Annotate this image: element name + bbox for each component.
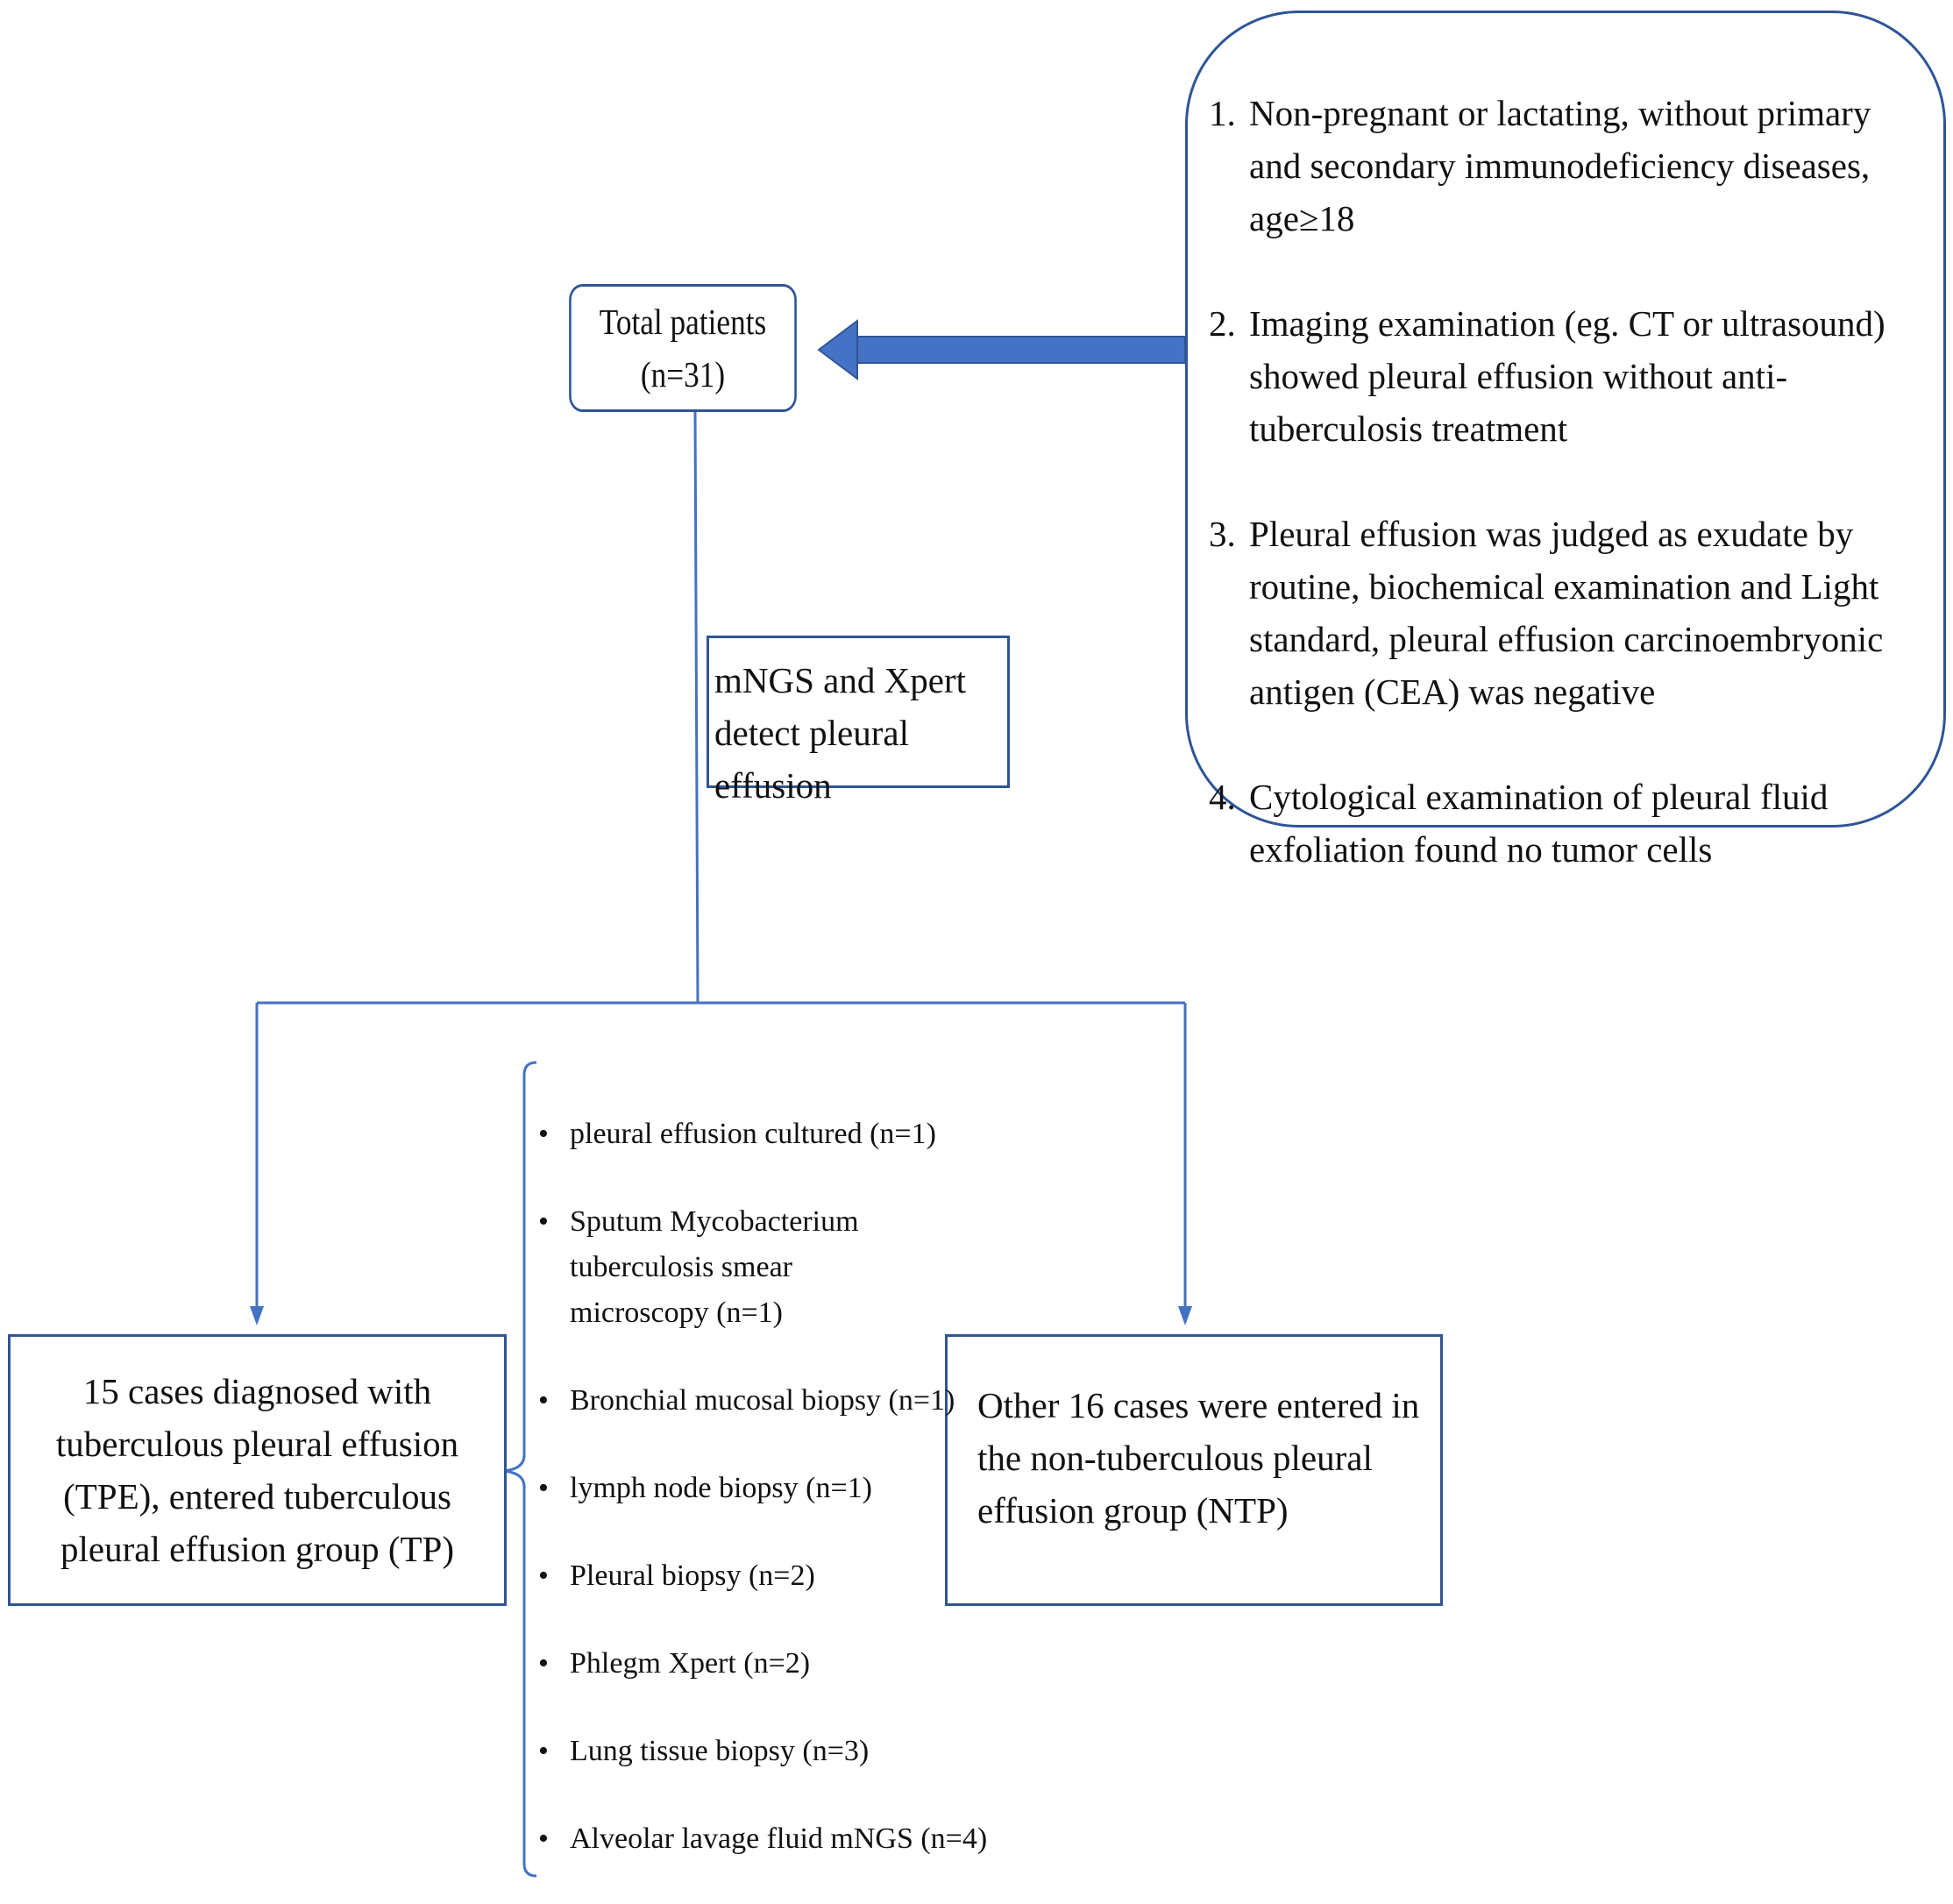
criteria-text: Non-pregnant or lactating, without prima… xyxy=(1249,93,1871,238)
criteria-text: Pleural effusion was judged as exudate b… xyxy=(1249,514,1884,712)
trunk-line xyxy=(693,411,700,1004)
criteria-text: Imaging examination (eg. CT or ultrasoun… xyxy=(1249,303,1886,449)
detection-method-box: mNGS and Xpert detect pleural effusion xyxy=(707,636,1010,806)
ntp-group-box: Other 16 cases were entered in the non-t… xyxy=(945,1334,1443,1606)
diagnosis-item: • Phlegm Xpert (n=2) xyxy=(538,1641,1029,1687)
criteria-number: 4. xyxy=(1209,777,1236,817)
ntp-group-text: Other 16 cases were entered in the non-t… xyxy=(977,1385,1420,1531)
criteria-number: 2. xyxy=(1209,303,1236,344)
tp-group-text: 15 cases diagnosed with tuberculous pleu… xyxy=(55,1371,459,1569)
diagnosis-text: Bronchial mucosal biopsy (n=1) xyxy=(570,1384,955,1417)
right-arrowhead xyxy=(1178,1306,1192,1325)
diagnosis-item: • lymph node biopsy (n=1) xyxy=(538,1466,1029,1511)
tp-diagnosis-list: • pleural effusion cultured (n=1) • Sput… xyxy=(538,1112,1029,1904)
diagnosis-brace xyxy=(502,1061,537,1878)
criteria-item: 4. Cytological examination of pleural fl… xyxy=(1209,771,1926,876)
bullet-icon: • xyxy=(538,1118,549,1150)
left-arrowhead xyxy=(250,1306,264,1325)
bullet-icon: • xyxy=(538,1472,549,1504)
diagnosis-text: Phlegm Xpert (n=2) xyxy=(570,1647,811,1680)
criteria-number: 3. xyxy=(1209,514,1236,554)
inclusion-criteria-box: 1. Non-pregnant or lactating, without pr… xyxy=(1185,11,1946,870)
bullet-icon: • xyxy=(538,1205,549,1238)
diagnosis-item: • Lung tissue biopsy (n=3) xyxy=(538,1729,1029,1774)
detection-method-text: mNGS and Xpert detect pleural effusion xyxy=(714,660,966,806)
total-patients-count: (n=31) xyxy=(640,354,726,394)
bullet-icon: • xyxy=(538,1647,549,1680)
total-patients-label: Total patients xyxy=(599,302,767,342)
diagnosis-text: pleural effusion cultured (n=1) xyxy=(570,1118,936,1150)
bullet-icon: • xyxy=(538,1822,549,1855)
diagnosis-text: Lung tissue biopsy (n=3) xyxy=(570,1735,870,1767)
bullet-icon: • xyxy=(538,1384,549,1417)
criteria-number: 1. xyxy=(1209,93,1236,133)
diagnosis-item: • pleural effusion cultured (n=1) xyxy=(538,1112,1029,1157)
diagnosis-text: Alveolar lavage fluid mNGS (n=4) xyxy=(570,1822,988,1855)
diagnosis-item: • Alveolar lavage fluid mNGS (n=4) xyxy=(538,1816,1029,1862)
diagnosis-text: Pleural biopsy (n=2) xyxy=(570,1559,815,1592)
criteria-text: Cytological examination of pleural fluid… xyxy=(1249,777,1829,870)
tp-group-box: 15 cases diagnosed with tuberculous pleu… xyxy=(8,1334,507,1606)
bullet-icon: • xyxy=(538,1559,549,1592)
criteria-item: 1. Non-pregnant or lactating, without pr… xyxy=(1209,87,1926,245)
inclusion-arrow xyxy=(817,319,1186,380)
diagnosis-item: • Sputum Mycobacterium tuberculosis smea… xyxy=(538,1199,1029,1336)
diagnosis-item: • Bronchial mucosal biopsy (n=1) xyxy=(538,1378,1029,1424)
bullet-icon: • xyxy=(538,1735,549,1767)
criteria-item: 2. Imaging examination (eg. CT or ultras… xyxy=(1209,297,1926,455)
total-patients-box: Total patients (n=31) xyxy=(569,284,797,412)
criteria-item: 3. Pleural effusion was judged as exudat… xyxy=(1209,508,1926,718)
diagnosis-item: • Pleural biopsy (n=2) xyxy=(538,1553,1029,1599)
diagnosis-text: lymph node biopsy (n=1) xyxy=(570,1472,872,1504)
diagnosis-text: Sputum Mycobacterium tuberculosis smear … xyxy=(570,1205,859,1329)
